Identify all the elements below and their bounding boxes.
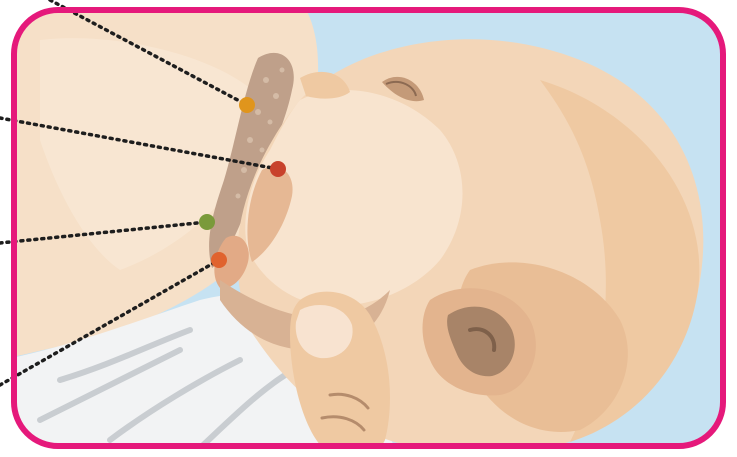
marker-4 bbox=[211, 252, 227, 268]
marker-3 bbox=[199, 214, 215, 230]
marker-2 bbox=[270, 161, 286, 177]
marker-1 bbox=[239, 97, 255, 113]
